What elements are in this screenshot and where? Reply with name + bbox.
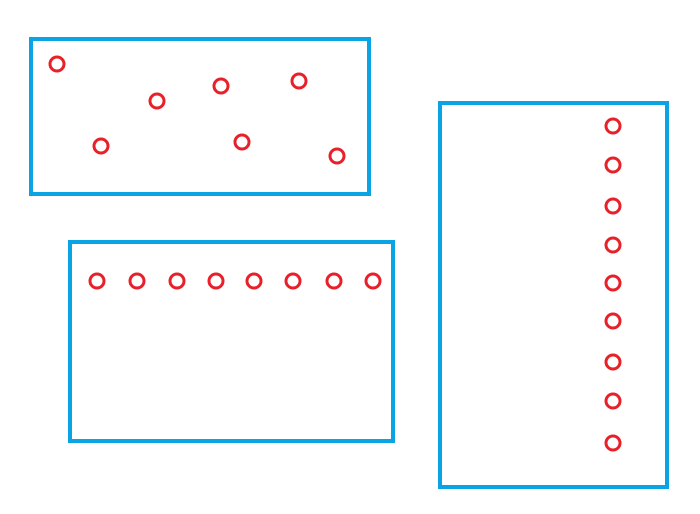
circle-horizontal-row [168,272,186,290]
circle-scattered [233,133,251,151]
box-vertical-column [438,101,669,489]
circles-layer [48,55,622,452]
circle-vertical-column [604,236,622,254]
circle-vertical-column [604,434,622,452]
box-horizontal-row [68,240,395,443]
circle-vertical-column [604,197,622,215]
circle-vertical-column [604,353,622,371]
circle-scattered [290,72,308,90]
circle-vertical-column [604,392,622,410]
circle-horizontal-row [207,272,225,290]
circle-horizontal-row [245,272,263,290]
circle-scattered [212,77,230,95]
circle-scattered [92,137,110,155]
circle-horizontal-row [88,272,106,290]
circle-horizontal-row [364,272,382,290]
circle-scattered [48,55,66,73]
circle-horizontal-row [284,272,302,290]
circle-scattered [148,92,166,110]
circle-scattered [328,147,346,165]
circle-vertical-column [604,312,622,330]
circle-vertical-column [604,117,622,135]
box-scattered [29,37,371,196]
circle-horizontal-row [128,272,146,290]
circle-vertical-column [604,156,622,174]
circle-horizontal-row [325,272,343,290]
circle-vertical-column [604,274,622,292]
